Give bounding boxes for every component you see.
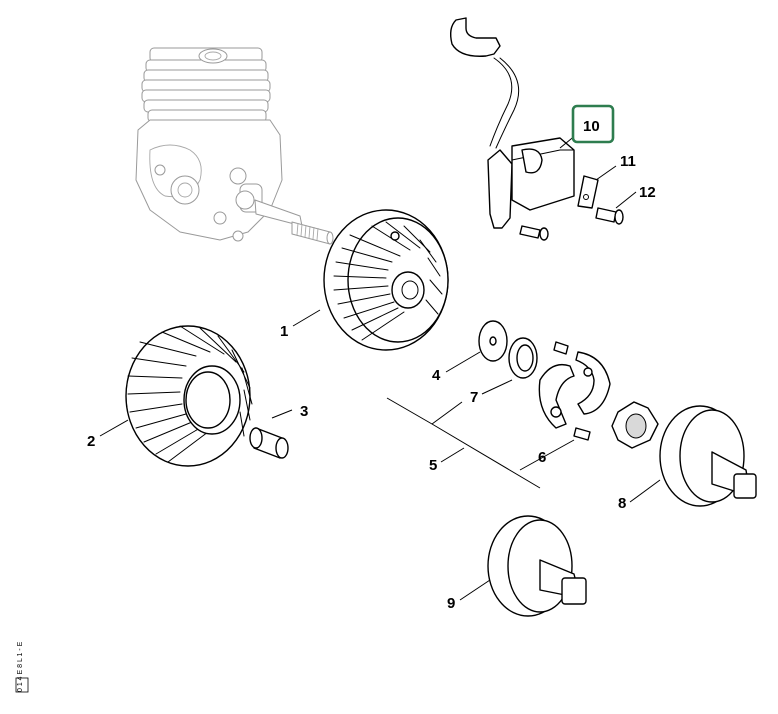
bracket-11-illustration [577,175,599,209]
ignition-module-10-illustration [449,17,575,229]
clutch-hub-6-illustration [611,401,659,449]
callout-7[interactable]: 7 [470,389,478,406]
fan-wheel-2-illustration [125,325,253,467]
callout-4[interactable]: 4 [432,367,441,384]
engine-block-illustration [135,47,334,245]
ring-7-illustration [508,337,538,379]
screw-12-illustration [595,207,624,225]
callout-10[interactable]: 10 [583,118,600,135]
callout-9[interactable]: 9 [447,595,455,612]
leader-lines [99,129,661,601]
side-code: 0 1 4 E 8 L 1 - E [17,641,24,692]
side-code-box [15,677,29,693]
callout-8[interactable]: 8 [618,495,626,512]
callout-5[interactable]: 5 [429,457,437,474]
sleeve-3-illustration [249,427,289,459]
callout-6[interactable]: 6 [538,449,546,466]
clutch-drum-9-illustration [487,515,587,617]
callout-1[interactable]: 1 [280,323,288,340]
callout-11[interactable]: 11 [620,153,636,170]
side-code-text: 0 1 4 E 8 L 1 - E [17,641,24,692]
clutch-shoes-illustration [538,341,611,441]
callout-3[interactable]: 3 [300,403,308,420]
washer-4-illustration [478,320,508,362]
callout-labels: 1 2 3 4 5 6 7 8 9 10 11 12 [87,118,656,612]
callout-10-highlight-box [571,104,615,144]
clutch-drum-8-illustration [659,405,757,507]
screw-illustration [519,225,549,241]
callout-12[interactable]: 12 [639,184,656,201]
flywheel-1-illustration [323,209,449,351]
callout-2[interactable]: 2 [87,433,95,450]
